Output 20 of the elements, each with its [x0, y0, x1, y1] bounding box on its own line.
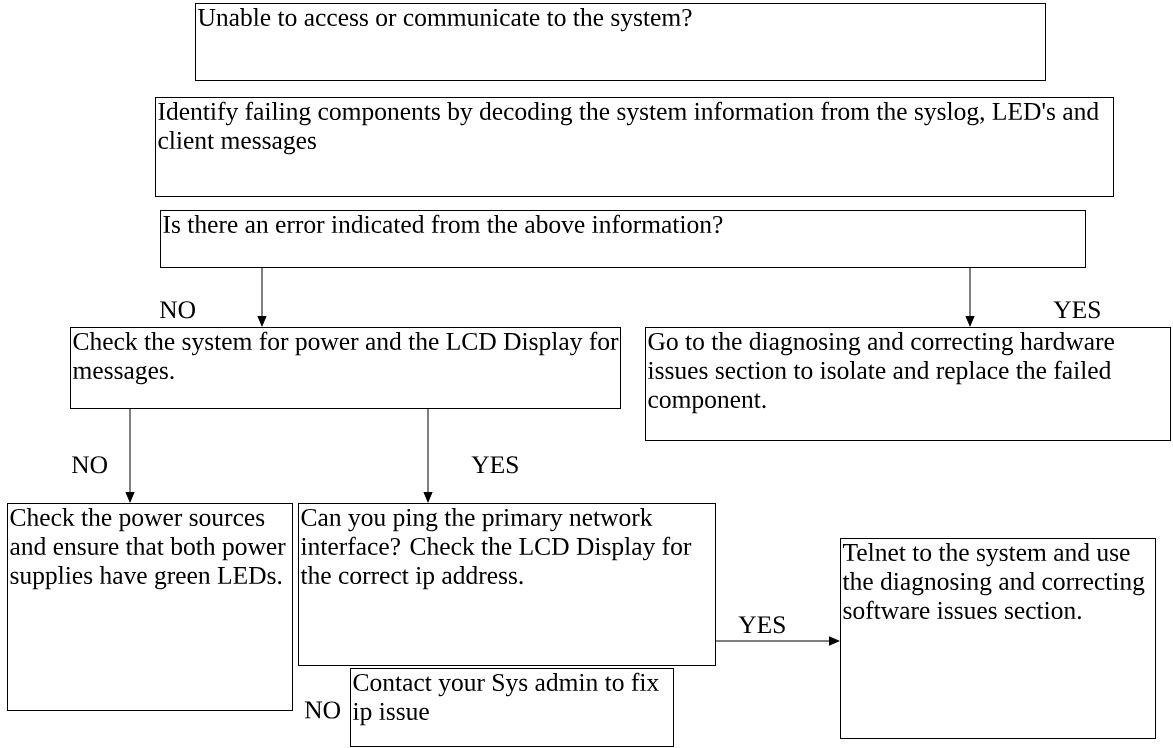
branch-label: NO — [304, 701, 340, 719]
arrow — [715, 636, 840, 646]
arrow — [423, 408, 433, 503]
edge-label: NO — [70, 455, 110, 475]
process-box: Check the power sources and ensure that both power supplies have green LEDs. — [7, 503, 293, 711]
process-box: Check the system for power and the LCD Display for messages. — [70, 327, 621, 409]
process-box: Go to the diagnosing and correcting hardware issues section to isolate and replace the failed component. — [645, 327, 1171, 441]
edge-label: NO — [158, 300, 198, 320]
arrow — [965, 267, 975, 327]
process-box: Is there an error indicated from the above information? — [160, 210, 1086, 268]
edge-label: YES — [737, 615, 788, 635]
process-box: Unable to access or communicate to the system? — [195, 3, 1046, 81]
arrow — [125, 408, 135, 503]
arrow — [257, 267, 267, 327]
process-box: Contact your Sys admin to fix ip issue — [350, 668, 674, 747]
process-box: Telnet to the system and use the diagnosing and correcting software issues section. — [840, 538, 1156, 739]
process-box: Identify failing components by decoding the system information from the syslog, LED's and client messages — [155, 97, 1114, 197]
edge-label: YES — [470, 455, 521, 475]
edge-label: YES — [1052, 300, 1103, 320]
process-box: Can you ping the primary network interface? Check the LCD Display for the correct ip address. — [298, 503, 716, 666]
